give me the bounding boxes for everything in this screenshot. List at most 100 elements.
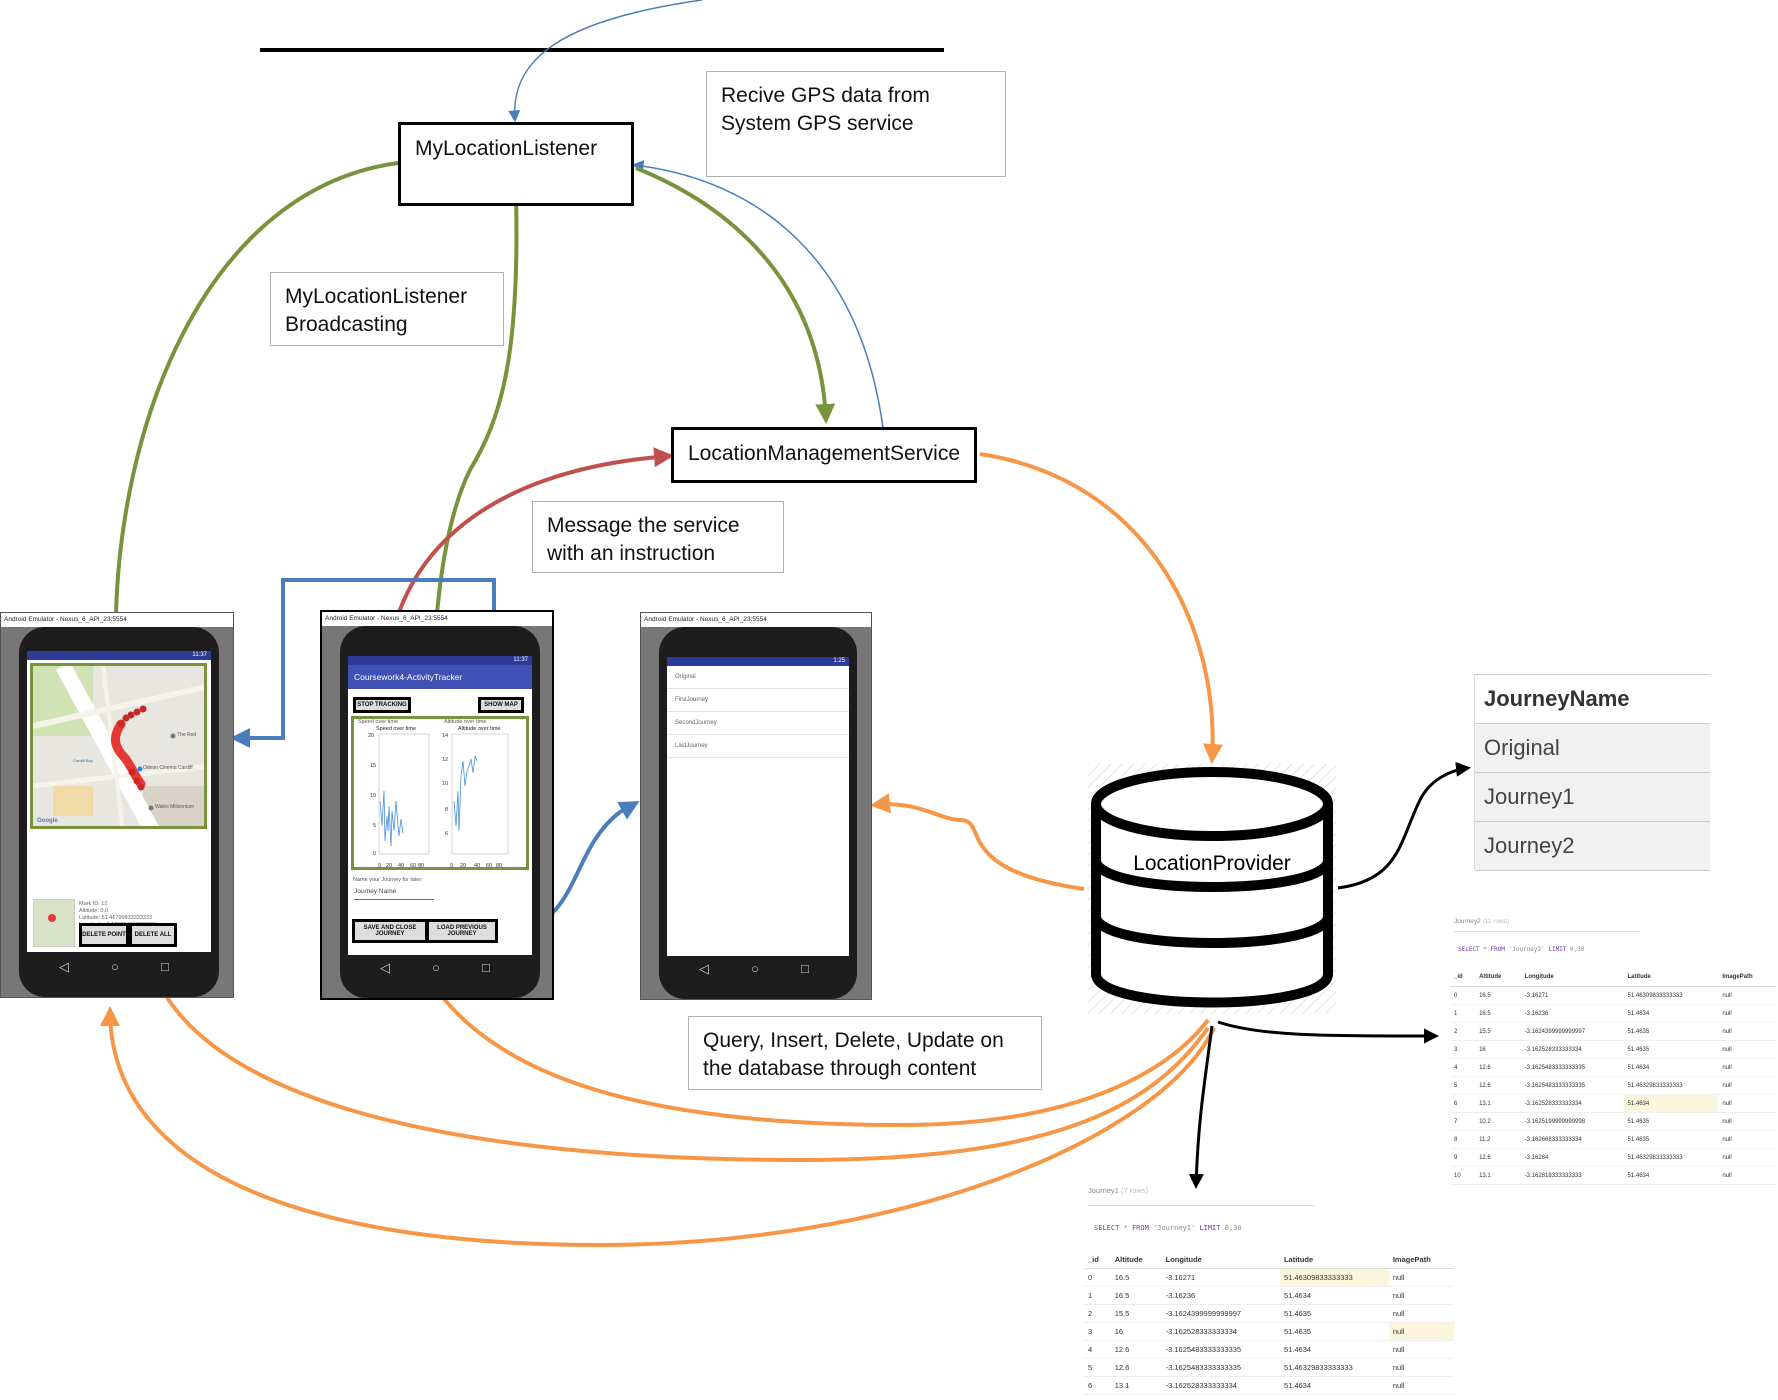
- show-map-button[interactable]: SHOW MAP: [478, 697, 524, 713]
- stop-tracking-button[interactable]: STOP TRACKING: [353, 697, 411, 713]
- column-header[interactable]: Altitude: [1110, 1250, 1162, 1269]
- table-cell[interactable]: 7: [1450, 1112, 1476, 1131]
- table-cell[interactable]: 9: [1450, 1148, 1476, 1167]
- table-cell[interactable]: 10: [1450, 1166, 1476, 1185]
- table-cell[interactable]: -3.162528333333334: [1161, 1322, 1280, 1341]
- recents-icon[interactable]: □: [161, 959, 169, 974]
- column-header[interactable]: ImagePath: [1718, 968, 1776, 987]
- table-cell[interactable]: 51.4634: [1279, 1286, 1389, 1305]
- table-cell[interactable]: -3.16236: [1161, 1286, 1280, 1305]
- table-cell[interactable]: 1: [1450, 1004, 1476, 1023]
- table-cell[interactable]: 51.4634: [1279, 1376, 1389, 1395]
- back-icon[interactable]: ◁: [59, 959, 69, 974]
- table-cell[interactable]: null: [1718, 1148, 1776, 1167]
- table-cell[interactable]: null: [1718, 1040, 1776, 1059]
- table-cell[interactable]: 4: [1084, 1340, 1111, 1359]
- table-cell[interactable]: 51.4635: [1279, 1304, 1389, 1323]
- journey-list-item[interactable]: SecondJourney: [667, 712, 849, 735]
- table-cell[interactable]: 0: [1084, 1268, 1111, 1287]
- table-cell[interactable]: 6: [1450, 1094, 1476, 1113]
- table-cell[interactable]: -3.1625483333333335: [1161, 1340, 1280, 1359]
- table-cell[interactable]: 51.4635: [1623, 1040, 1719, 1059]
- table-cell[interactable]: null: [1718, 1076, 1776, 1095]
- table-cell[interactable]: 15.5: [1475, 1022, 1521, 1041]
- table-cell[interactable]: 12.6: [1110, 1340, 1162, 1359]
- table-cell[interactable]: null: [1718, 1094, 1776, 1113]
- table-cell[interactable]: 4: [1450, 1058, 1476, 1077]
- table-cell[interactable]: 13.1: [1475, 1094, 1521, 1113]
- table-cell[interactable]: 51.46329833333333: [1279, 1358, 1389, 1377]
- table-cell[interactable]: 51.4634: [1623, 1058, 1719, 1077]
- table-cell[interactable]: -3.162818333333333: [1520, 1166, 1624, 1185]
- save-close-journey-button[interactable]: SAVE AND CLOSE JOURNEY: [352, 919, 428, 943]
- column-header[interactable]: Latitude: [1623, 968, 1719, 987]
- column-header[interactable]: _id: [1084, 1250, 1111, 1269]
- table-cell[interactable]: 16: [1475, 1040, 1521, 1059]
- journey-list-item[interactable]: LastJourney: [667, 735, 849, 758]
- table-cell[interactable]: 3: [1450, 1040, 1476, 1059]
- table-cell[interactable]: null: [1718, 1130, 1776, 1149]
- recents-icon[interactable]: □: [801, 961, 809, 976]
- table-cell[interactable]: null: [1718, 1166, 1776, 1185]
- column-header[interactable]: ImagePath: [1388, 1250, 1454, 1269]
- table-cell[interactable]: 2: [1450, 1022, 1476, 1041]
- table-cell[interactable]: -3.1624399999999997: [1161, 1304, 1280, 1323]
- table-cell[interactable]: null: [1718, 1022, 1776, 1041]
- table-cell[interactable]: -3.1625483333333335: [1520, 1076, 1624, 1095]
- home-icon[interactable]: ○: [751, 961, 759, 976]
- table-cell[interactable]: 8: [1450, 1130, 1476, 1149]
- table-cell[interactable]: 51.46309833333333: [1279, 1268, 1389, 1287]
- table-cell[interactable]: -3.16271: [1520, 986, 1624, 1005]
- table-cell[interactable]: null: [1388, 1268, 1454, 1287]
- delete-point-button[interactable]: DELETE POINT: [79, 923, 129, 947]
- table-cell[interactable]: -3.1625483333333335: [1161, 1358, 1280, 1377]
- table-cell[interactable]: 12.6: [1475, 1148, 1521, 1167]
- map-view[interactable]: The Red Odeon Cinema Cardiff Wales Mille…: [30, 663, 207, 829]
- back-icon[interactable]: ◁: [380, 960, 390, 975]
- table-cell[interactable]: -3.16284: [1520, 1148, 1624, 1167]
- table-cell[interactable]: 1: [1084, 1286, 1111, 1305]
- table-cell[interactable]: 51.4635: [1623, 1130, 1719, 1149]
- table-cell[interactable]: -3.1625199999999998: [1520, 1112, 1624, 1131]
- table-cell[interactable]: 10.2: [1475, 1112, 1521, 1131]
- table-cell[interactable]: 15.5: [1110, 1304, 1162, 1323]
- recents-icon[interactable]: □: [482, 960, 490, 975]
- journey-name-input[interactable]: Journey Name: [354, 888, 434, 900]
- table-cell[interactable]: 51.46329833333333: [1623, 1148, 1719, 1167]
- table-cell[interactable]: 51.4634: [1279, 1340, 1389, 1359]
- table-cell[interactable]: null: [1388, 1322, 1454, 1341]
- table-cell[interactable]: 51.4634: [1623, 1004, 1719, 1023]
- table-cell[interactable]: null: [1718, 986, 1776, 1005]
- table-cell[interactable]: 51.4635: [1623, 1022, 1719, 1041]
- table-cell[interactable]: 12.6: [1110, 1358, 1162, 1377]
- home-icon[interactable]: ○: [111, 959, 119, 974]
- table-cell[interactable]: 2: [1084, 1304, 1111, 1323]
- table-cell[interactable]: 51.4634: [1623, 1166, 1719, 1185]
- table-cell[interactable]: -3.162528333333334: [1520, 1094, 1624, 1113]
- table-cell[interactable]: 5: [1084, 1358, 1111, 1377]
- table-cell[interactable]: 16.5: [1475, 986, 1521, 1005]
- column-header[interactable]: Altitude: [1475, 968, 1521, 987]
- table-cell[interactable]: 0: [1450, 986, 1476, 1005]
- table-cell[interactable]: -3.1625483333333335: [1520, 1058, 1624, 1077]
- table-cell[interactable]: null: [1388, 1286, 1454, 1305]
- table-cell[interactable]: 51.4634: [1623, 1094, 1719, 1113]
- column-header[interactable]: Longitude: [1520, 968, 1624, 987]
- table-cell[interactable]: 51.46309833333333: [1623, 986, 1719, 1005]
- journey-list-item[interactable]: Original: [667, 666, 849, 689]
- back-icon[interactable]: ◁: [699, 961, 709, 976]
- home-icon[interactable]: ○: [432, 960, 440, 975]
